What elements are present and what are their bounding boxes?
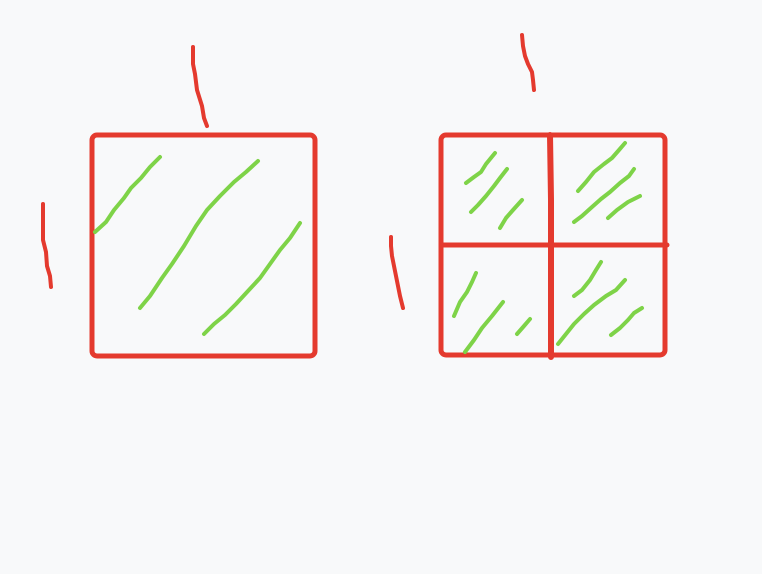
hatch-stroke [93, 155, 162, 234]
whole-square-outline [89, 132, 318, 359]
hatch-stroke [556, 278, 627, 346]
hatch-stroke [609, 306, 644, 337]
hatch-stroke [469, 167, 509, 214]
hatch-stroke [572, 167, 636, 224]
quartered-square-figure [389, 33, 670, 360]
side-tick-mark-right [389, 235, 405, 310]
side-tick-mark-left [41, 202, 53, 289]
hatch-stroke [138, 159, 260, 310]
top-tick-mark-right [520, 33, 536, 92]
hatch-stroke [576, 141, 627, 193]
hatch-stroke [202, 221, 302, 336]
hatch-stroke [606, 194, 642, 220]
hatch-stroke [498, 198, 524, 230]
hatch-stroke [572, 260, 603, 298]
top-tick-mark-left [191, 45, 209, 128]
whole-square-figure [41, 45, 318, 359]
vertical-divider-line [547, 132, 554, 360]
hatch-stroke [463, 300, 505, 354]
hatch-stroke [452, 271, 478, 318]
hatch-stroke [515, 317, 532, 336]
hatch-stroke [464, 151, 497, 185]
